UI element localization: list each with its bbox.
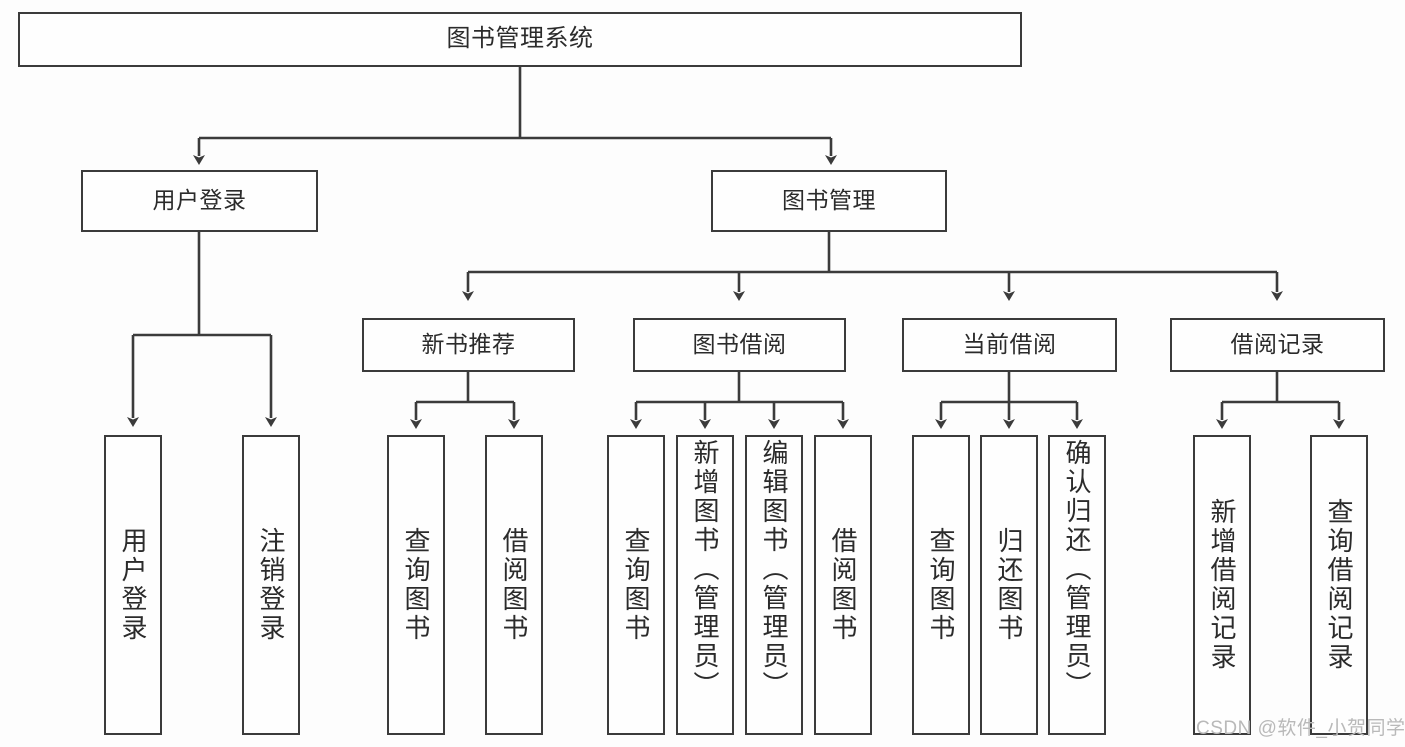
node-label: 借阅图书 [828, 527, 858, 643]
leaf-current-return-book[interactable]: 归还图书 [980, 435, 1038, 735]
node-label: 用户登录 [118, 527, 148, 643]
node-label: 新书推荐 [421, 331, 516, 358]
leaf-borrow-query-book[interactable]: 查询图书 [607, 435, 665, 735]
node-label: 图书管理系统 [446, 25, 594, 53]
node-label: 编辑图书（管理员） [759, 439, 789, 700]
node-label: 图书管理 [782, 187, 876, 214]
leaf-recommend-query-book[interactable]: 查询图书 [387, 435, 445, 735]
node-label: 查询图书 [621, 527, 651, 643]
leaf-borrow-edit-book-admin[interactable]: 编辑图书（管理员） [745, 435, 803, 735]
leaf-records-add-record[interactable]: 新增借阅记录 [1193, 435, 1251, 735]
node-label: 查询借阅记录 [1324, 498, 1354, 672]
node-label: 图书借阅 [692, 331, 787, 358]
node-label: 新增图书（管理员） [690, 439, 720, 700]
node-label: 当前借阅 [962, 331, 1057, 358]
node-label: 查询图书 [401, 527, 431, 643]
node-label: 借阅记录 [1230, 331, 1325, 358]
node-book-management[interactable]: 图书管理 [711, 170, 947, 232]
node-borrow-records[interactable]: 借阅记录 [1170, 318, 1385, 372]
leaf-records-query-record[interactable]: 查询借阅记录 [1310, 435, 1368, 735]
leaf-current-confirm-return-admin[interactable]: 确认归还（管理员） [1048, 435, 1106, 735]
node-label: 用户登录 [152, 187, 247, 214]
node-user-login[interactable]: 用户登录 [81, 170, 318, 232]
leaf-current-query-book[interactable]: 查询图书 [912, 435, 970, 735]
node-label: 查询图书 [926, 527, 956, 643]
node-label: 注销登录 [256, 527, 286, 643]
watermark: CSDN @软件_小贺同学 [1196, 718, 1405, 739]
node-book-borrow[interactable]: 图书借阅 [633, 318, 846, 372]
node-root-system[interactable]: 图书管理系统 [18, 12, 1022, 67]
leaf-user-login-login[interactable]: 用户登录 [104, 435, 162, 735]
node-label: 借阅图书 [499, 527, 529, 643]
leaf-borrow-borrow-book[interactable]: 借阅图书 [814, 435, 872, 735]
node-current-borrow[interactable]: 当前借阅 [902, 318, 1117, 372]
node-new-book-recommend[interactable]: 新书推荐 [362, 318, 575, 372]
node-label: 归还图书 [994, 527, 1024, 643]
leaf-recommend-borrow-book[interactable]: 借阅图书 [485, 435, 543, 735]
leaf-borrow-add-book-admin[interactable]: 新增图书（管理员） [676, 435, 734, 735]
node-label: 新增借阅记录 [1207, 498, 1237, 672]
node-label: 确认归还（管理员） [1062, 439, 1092, 700]
leaf-user-login-logout[interactable]: 注销登录 [242, 435, 300, 735]
